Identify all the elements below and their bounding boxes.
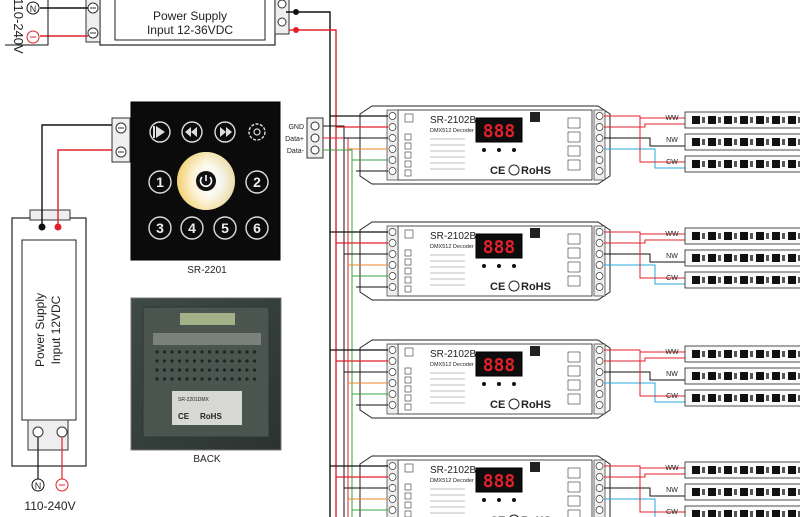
left-supply-title: Power Supply [33,293,47,367]
panel-button-label: 6 [253,220,261,236]
channel-label-nw: NW [666,137,678,144]
led-strip [684,271,800,289]
rewind-icon [181,121,203,143]
led-strip [684,367,800,385]
channel-label-nw: NW [666,487,678,494]
led-strip [684,389,800,407]
panel-button-3: 3 [148,216,172,240]
top-terminal-screw-1 [87,2,99,14]
bus-data-plus-label: Data+ [285,136,304,143]
decoder-rohs-mark: RoHS [521,281,551,293]
fast-forward-icon [214,121,236,143]
back-vent-grid [155,350,257,381]
panel-button-label: 5 [221,220,229,236]
decoder-model: SR-2102B [430,465,476,476]
decoder-display: 888 [483,121,516,142]
dmx-bus-terminal: GND Data+ Data- [285,117,353,517]
top-power-supply: Power Supply Input 12-36VDC N 110-240V [5,0,299,54]
svg-text:N: N [35,481,42,491]
back-ce-mark: CE [178,412,190,421]
channel-label-cw: CW [666,275,678,282]
left-supply-voltage: 110-240V [24,499,75,513]
decoder-model: SR-2102B [430,349,476,360]
bus-gnd-label: GND [288,124,304,131]
panel-button-4: 4 [180,216,204,240]
panel-button-label: 1 [156,174,164,190]
channel-label-cw: CW [666,159,678,166]
decoder-model: SR-2102B [430,115,476,126]
left-line-mark [55,478,69,492]
led-strip [684,505,800,517]
panel-button-2: 2 [245,170,269,194]
decoder-ce-mark: CE [490,281,505,293]
decoder-ce-mark: CE [490,165,505,177]
settings-icon [248,123,266,141]
left-supply-subtitle: Input 12VDC [49,295,63,364]
led-strip [684,155,800,173]
led-strip [684,227,800,245]
left-power-supply: Power Supply Input 12VDC N 110-240V [11,124,113,513]
top-neutral-mark: N [26,1,40,15]
decoder-display: 888 [483,237,516,258]
touch-panel: 1 2 3 4 5 6 [130,101,281,261]
decoder-subtitle: DMX512 Decoder [430,244,474,250]
channel-label-nw: NW [666,253,678,260]
led-strip [684,133,800,151]
decoder-subtitle: DMX512 Decoder [430,128,474,134]
top-supply-title: Power Supply [153,9,227,23]
panel-button-5: 5 [213,216,237,240]
decoder-ce-mark: CE [490,399,505,411]
panel-button-label: 4 [188,220,196,236]
power-bus [296,11,337,517]
led-strip [684,461,800,479]
led-strip [684,249,800,267]
play-pause-icon [149,121,171,143]
top-line-mark [26,30,40,44]
top-supply-subtitle: Input 12-36VDC [147,23,233,37]
led-strip [684,345,800,363]
decoder-rohs-mark: RoHS [521,165,551,177]
channel-label-nw: NW [666,371,678,378]
decoder-rohs-mark: RoHS [521,399,551,411]
panel-button-6: 6 [245,216,269,240]
top-supply-voltage: 110-240V [11,0,26,54]
decoder-display: 888 [483,471,516,492]
decoder-subtitle: DMX512 Decoder [430,478,474,484]
decoder-display: 888 [483,355,516,376]
channel-label-ww: WW [665,115,679,122]
power-icon [196,171,216,191]
panel-button-label: 3 [156,220,164,236]
top-terminal-screw-2 [87,27,99,39]
back-label: SR-2201DMX [178,397,210,403]
channel-label-ww: WW [665,349,679,356]
panel-terminal-block [111,117,131,163]
decoder-rohs-mark: RoHS [521,515,551,517]
back-caption: BACK [193,454,221,465]
led-strip [684,111,800,129]
panel-caption: SR-2201 [187,265,227,276]
panel-button-1: 1 [148,170,172,194]
panel-back-photo: SR-2201DMX CE RoHS [130,297,282,451]
back-rohs-mark: RoHS [200,412,222,421]
svg-text:N: N [30,4,37,14]
led-strip [684,483,800,501]
panel-button-label: 2 [253,174,261,190]
channel-label-cw: CW [666,393,678,400]
channel-label-ww: WW [665,465,679,472]
decoder-ce-mark: CE [490,515,505,517]
channel-label-ww: WW [665,231,679,238]
left-neutral-mark: N [31,478,45,492]
channel-label-cw: CW [666,509,678,516]
bus-data-minus-label: Data- [287,148,305,155]
decoder-model: SR-2102B [430,231,476,242]
decoder-subtitle: DMX512 Decoder [430,362,474,368]
